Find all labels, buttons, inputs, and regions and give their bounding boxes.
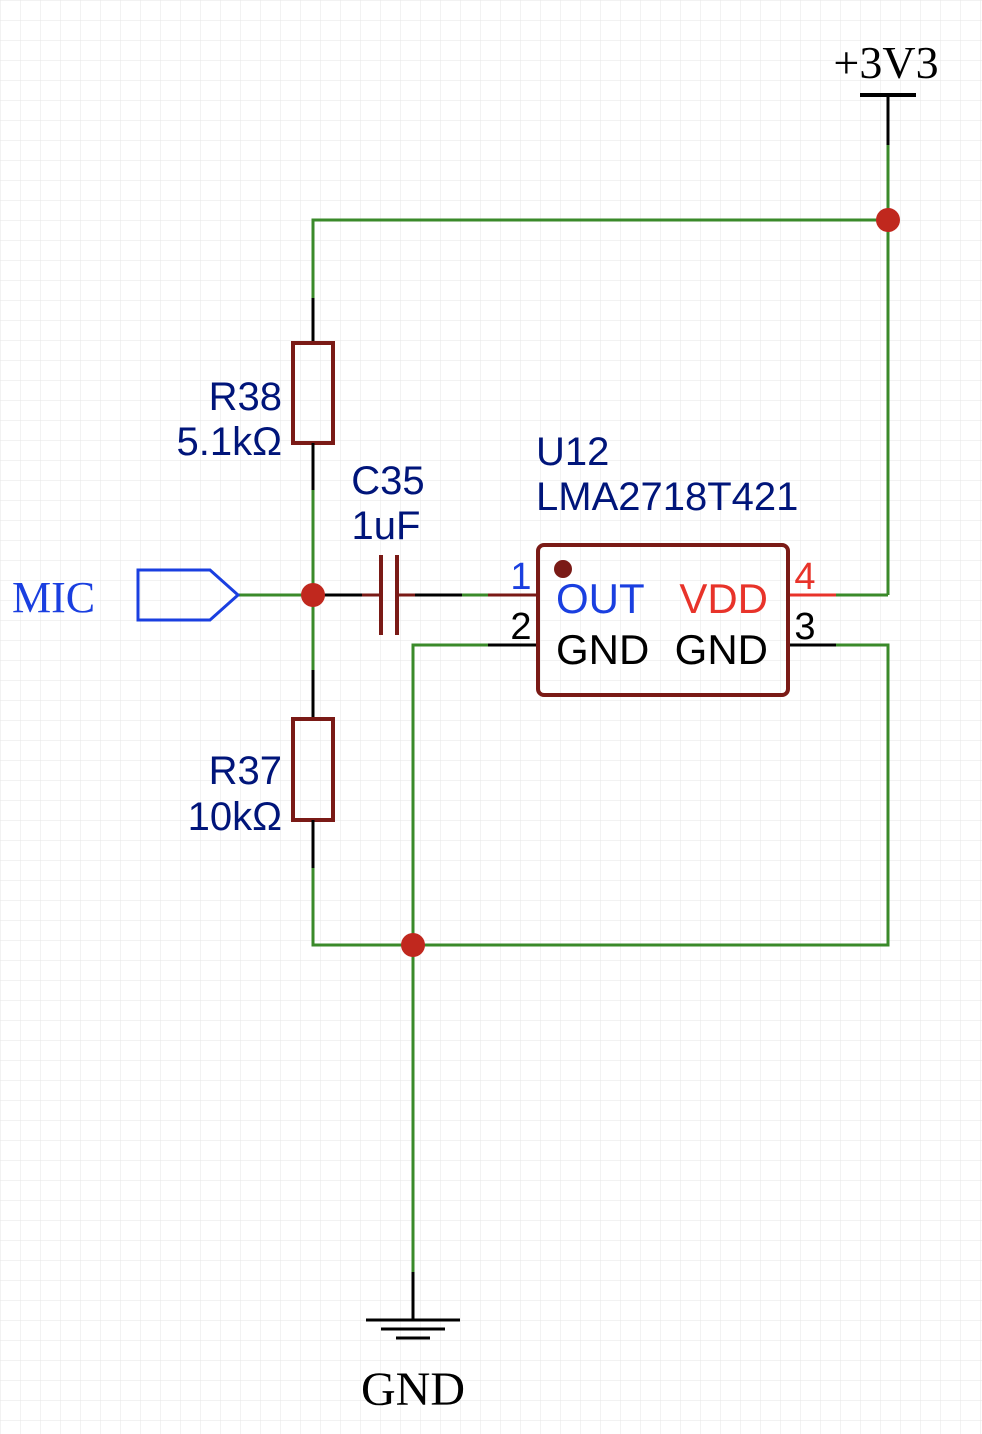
power-3v3[interactable]: +3V3 bbox=[833, 37, 939, 145]
c35-value: 1uF bbox=[352, 504, 421, 548]
wire-gnd-pin3[interactable] bbox=[311, 643, 890, 947]
power-gnd[interactable]: GND bbox=[361, 1272, 465, 1416]
junctions bbox=[301, 208, 900, 957]
net-port-mic[interactable]: MIC bbox=[12, 568, 241, 622]
r37-value: 10kΩ bbox=[188, 795, 282, 839]
u12-pin1-number: 1 bbox=[510, 556, 531, 598]
junction-gnd bbox=[401, 933, 425, 957]
junction-mic-node bbox=[301, 583, 325, 607]
resistor-r37[interactable]: R37 10kΩ bbox=[188, 670, 335, 868]
u12-pin1-marker bbox=[554, 560, 572, 578]
u12-pin2-number: 2 bbox=[510, 606, 531, 648]
u12-pin4-name: VDD bbox=[679, 575, 768, 622]
u12-pin3-number: 3 bbox=[794, 606, 815, 648]
r38-value: 5.1kΩ bbox=[176, 420, 282, 464]
wire-gnd-pin2[interactable] bbox=[411, 643, 488, 945]
r37-designator: R37 bbox=[209, 749, 282, 793]
c35-designator: C35 bbox=[351, 459, 424, 503]
ic-u12[interactable]: U12 LMA2718T421 1 2 4 3 OUT GND VDD GND bbox=[488, 430, 836, 697]
net-port-arrow bbox=[136, 568, 241, 622]
wires bbox=[238, 145, 890, 1272]
net-port-label: MIC bbox=[12, 573, 95, 622]
junction-3v3 bbox=[876, 208, 900, 232]
resistor-r38[interactable]: R38 5.1kΩ bbox=[176, 298, 335, 490]
u12-part-number: LMA2718T421 bbox=[536, 475, 798, 519]
u12-pin1-name: OUT bbox=[556, 575, 645, 622]
u12-pin4-number: 4 bbox=[794, 556, 815, 598]
u12-pin2-name: GND bbox=[556, 626, 649, 673]
u12-designator: U12 bbox=[536, 430, 609, 474]
wire-3v3-to-r38[interactable] bbox=[311, 218, 888, 298]
r38-designator: R38 bbox=[209, 375, 282, 419]
u12-body bbox=[536, 543, 790, 697]
power-3v3-label: +3V3 bbox=[833, 37, 938, 88]
gnd-label: GND bbox=[361, 1363, 465, 1416]
u12-pin3-name: GND bbox=[675, 626, 768, 673]
